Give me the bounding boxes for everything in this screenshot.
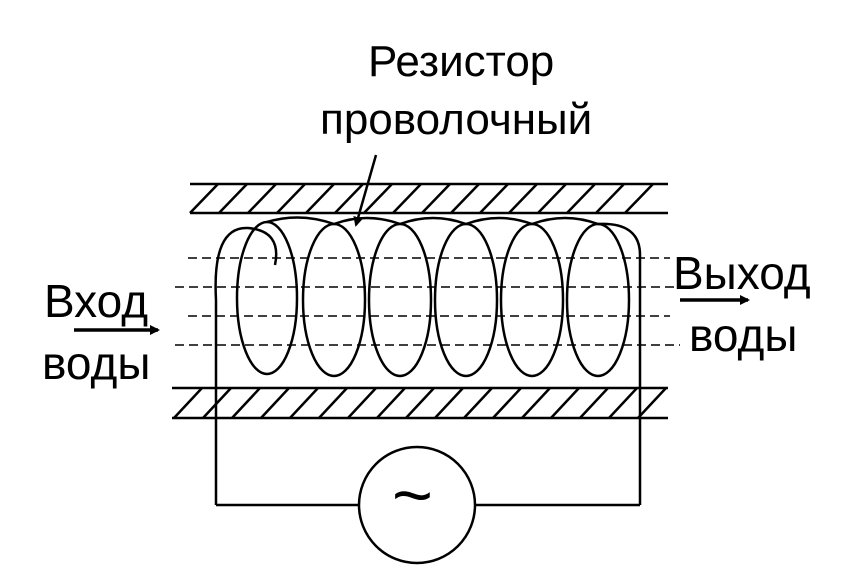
hatch-line <box>289 387 319 419</box>
hatch-line <box>405 387 435 419</box>
water-flow-lines <box>175 257 680 346</box>
outlet-label-line2: воды <box>689 309 798 361</box>
power-circuit-wire <box>214 388 640 507</box>
hatch-line <box>579 387 609 419</box>
hatch-line <box>392 183 422 214</box>
hatch-line <box>434 387 464 419</box>
inlet-label-line1: Вход <box>44 275 149 327</box>
hatch-line <box>463 387 493 419</box>
hatch-line <box>637 387 667 419</box>
hatch-line <box>363 183 393 214</box>
hatch-line <box>276 183 306 214</box>
hatch-line <box>347 387 377 419</box>
label-pointer-arrow <box>353 154 378 227</box>
hatch-line <box>305 183 335 214</box>
hatch-line <box>566 183 596 214</box>
ac-tilde-glyph: ~ <box>392 456 433 534</box>
wire-resistor-coil <box>214 216 642 505</box>
hatch-line <box>479 183 509 214</box>
hatch-line <box>608 387 638 419</box>
hatch-line <box>450 183 480 214</box>
hatch-line <box>421 183 451 214</box>
hatch-line <box>537 183 567 214</box>
hatch-line <box>247 183 277 214</box>
hatch-line <box>231 387 261 419</box>
ac-source-symbol <box>357 445 477 565</box>
resistor-title-line1: Резистор <box>368 37 555 86</box>
hatch-line <box>521 387 551 419</box>
outlet-label-line1: Выход <box>673 247 811 299</box>
hatch-line <box>318 387 348 419</box>
inlet-label-line2: воды <box>42 337 151 389</box>
hatch-line <box>334 183 364 214</box>
hatch-line <box>376 387 406 419</box>
hatch-line <box>550 387 580 419</box>
hatch-line <box>508 183 538 214</box>
bottom-pipe-wall <box>172 386 668 420</box>
hatch-line <box>218 183 248 214</box>
hatch-line <box>492 387 522 419</box>
hatch-line <box>173 387 203 419</box>
hatch-line <box>624 183 654 214</box>
hatch-line <box>189 183 219 214</box>
hatch-line <box>260 387 290 419</box>
top-pipe-wall <box>189 182 668 215</box>
hatch-line <box>595 183 625 214</box>
resistor-title-line2: проволочный <box>320 95 593 144</box>
